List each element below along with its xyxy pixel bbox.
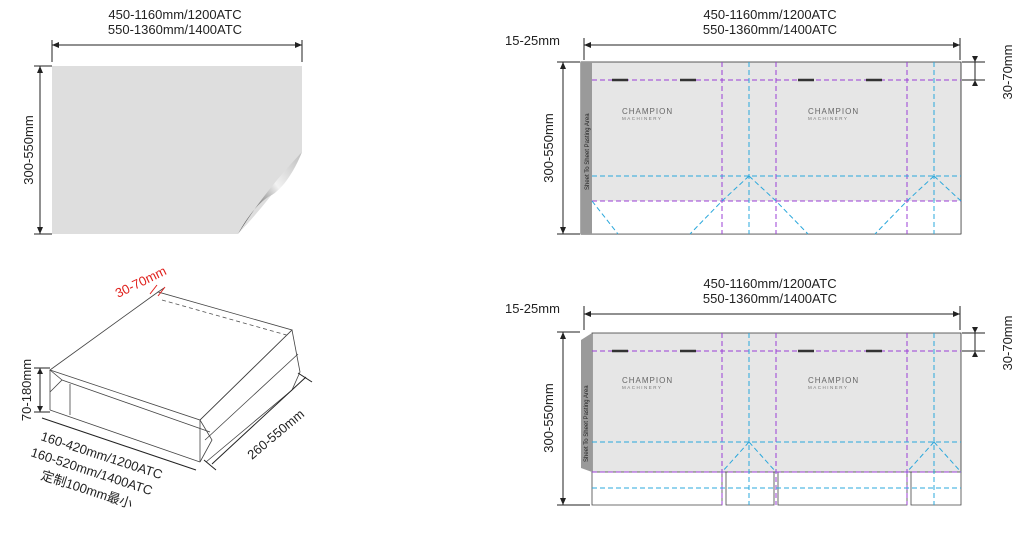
flat-width-dim-line1: 450-1160mm/1200ATC [108, 7, 241, 22]
bottom-logo-2-sub: MACHINERY [808, 385, 848, 390]
flat-height-dim: 300-550mm [21, 115, 36, 184]
bottom-paste-label: Sheet To Sheet Pasting Area [584, 385, 590, 462]
bottom-logo-1: CHAMPION [622, 376, 673, 385]
gusset-dim: 30-70mm [113, 263, 169, 301]
bottom-paste-dim: 15-25mm [505, 301, 560, 316]
bag-height-dim: 70-180mm [19, 359, 34, 421]
top-height-dim: 300-550mm [541, 113, 556, 182]
page-curl [238, 152, 302, 234]
top-logo-1: CHAMPION [622, 107, 673, 116]
flat-sheet-diagram: 450-1160mm/1200ATC 550-1360mm/1400ATC 30… [21, 7, 303, 235]
top-fold-dim: 30-70mm [1000, 45, 1015, 100]
bag-3d-diagram: 30-70mm 70-180mm 260-550mm 160-420mm/120… [19, 263, 313, 511]
top-paste-label: Sheet To Sheet Pasting Area [585, 113, 591, 190]
bottom-paste-strip [581, 333, 592, 472]
bottom-height-dim: 300-550mm [541, 383, 556, 452]
flat-sheet [52, 66, 302, 234]
top-paste-dim: 15-25mm [505, 33, 560, 48]
layout-bottom-diagram: 450-1160mm/1200ATC 550-1360mm/1400ATC 15… [505, 276, 1015, 506]
bottom-logo-2: CHAMPION [808, 376, 859, 385]
bag-length-dim: 260-550mm [244, 406, 307, 462]
top-width-dim-line1: 450-1160mm/1200ATC [703, 7, 836, 22]
flat-width-dim-line2: 550-1360mm/1400ATC [108, 22, 242, 37]
layout-top-diagram: 450-1160mm/1200ATC 550-1360mm/1400ATC 15… [505, 7, 1015, 235]
bottom-width-dim-line1: 450-1160mm/1200ATC [703, 276, 836, 291]
top-logo-2-sub: MACHINERY [808, 116, 848, 121]
top-paste-strip [581, 62, 592, 234]
top-logo-2: CHAMPION [808, 107, 859, 116]
bottom-logo-1-sub: MACHINERY [622, 385, 662, 390]
bottom-width-dim-line2: 550-1360mm/1400ATC [703, 291, 837, 306]
top-width-dim-line2: 550-1360mm/1400ATC [703, 22, 837, 37]
bottom-fold-dim: 30-70mm [1000, 316, 1015, 371]
top-logo-1-sub: MACHINERY [622, 116, 662, 121]
